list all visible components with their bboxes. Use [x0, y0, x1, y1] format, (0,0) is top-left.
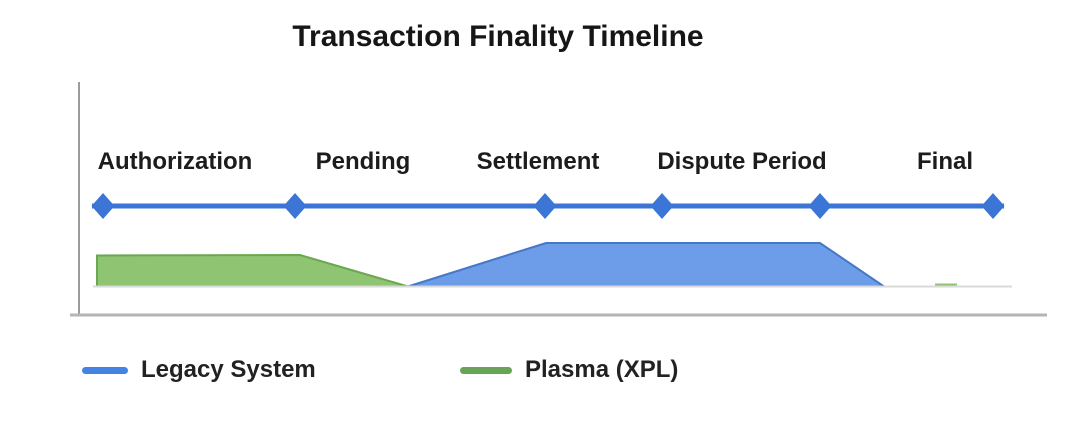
stage-label-dispute-period: Dispute Period: [657, 148, 827, 175]
timeline-marker-diamond: [283, 193, 307, 219]
stage-label-settlement: Settlement: [476, 148, 600, 175]
plasma-xpl-swatch: [460, 366, 512, 374]
area-edge-plasma-xpl: [96, 253, 409, 288]
timeline-marker-diamond: [808, 193, 832, 219]
stage-label-final: Final: [916, 148, 974, 175]
area-legacy-system: [408, 243, 884, 287]
stage-label-authorization: Authorization: [97, 148, 253, 175]
legend-item-plasma-xpl: Plasma (XPL): [460, 356, 678, 384]
timeline-marker-diamond: [533, 193, 557, 219]
legend-item-legacy-system: Legacy System: [82, 356, 316, 384]
area-edge-legacy-system: [407, 242, 885, 288]
chart-title: Transaction Finality Timeline: [292, 20, 704, 53]
timeline-marker-diamond: [981, 193, 1005, 219]
area-plasma-xpl: [97, 255, 408, 287]
legend-label: Legacy System: [141, 356, 316, 383]
legacy-system-swatch: [82, 366, 128, 374]
legend-label: Plasma (XPL): [525, 356, 679, 383]
timeline-marker-diamond: [91, 193, 115, 219]
stage-label-pending: Pending: [315, 148, 411, 175]
timeline-marker-diamond: [650, 193, 674, 219]
